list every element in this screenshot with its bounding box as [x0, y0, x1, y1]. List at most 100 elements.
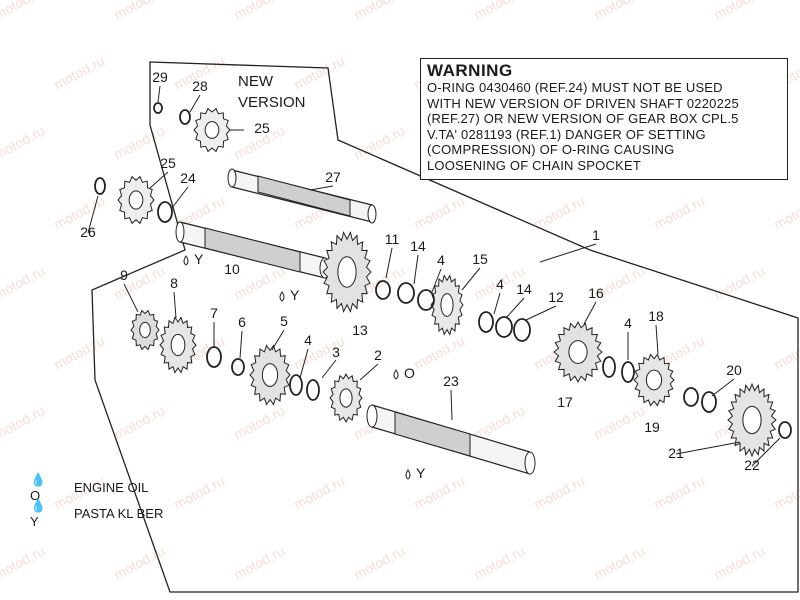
ring-icon [701, 391, 717, 413]
leader-line [87, 195, 99, 234]
leader-line [171, 186, 189, 209]
callout-number: 8 [170, 275, 178, 291]
watermark-text: motod.ru [351, 123, 407, 163]
grease-drop-icon: 💧Y [30, 498, 47, 529]
leader-line [189, 94, 201, 113]
ring-icon [153, 102, 163, 114]
gear-hub [742, 405, 762, 435]
gear-hub [139, 321, 151, 339]
lube-symbol: Y [194, 251, 204, 267]
callout-number: 23 [443, 373, 459, 389]
legend-engine-oil: 💧O ENGINE OIL [30, 472, 148, 503]
callout-number: 12 [548, 289, 564, 305]
ring-icon [157, 201, 173, 223]
watermark-text: motod.ru [0, 403, 47, 443]
leader-line [321, 359, 337, 379]
callout-number: 4 [437, 252, 445, 268]
lube-symbol: O [404, 365, 415, 381]
warning-line: O-RING 0430460 (REF.24) MUST NOT BE USED [427, 80, 723, 95]
watermark-text: motod.ru [111, 543, 167, 583]
new-version-label-1: NEW [238, 73, 274, 90]
callout-number: 26 [80, 224, 96, 240]
watermark-text: motod.ru [231, 403, 287, 443]
callout-number: 19 [644, 419, 660, 435]
callout-number: 4 [496, 276, 504, 292]
ring-icon [478, 311, 494, 333]
watermark-text: motod.ru [0, 123, 47, 163]
leader-line [271, 329, 285, 351]
callout-number: 20 [726, 362, 742, 378]
legend-text: PASTA KL BER [74, 506, 164, 521]
callout-number: 3 [332, 344, 340, 360]
watermark-text: motod.ru [471, 0, 527, 23]
leader-line [309, 185, 334, 191]
lube-symbol: Y [416, 465, 426, 481]
ring-icon [397, 282, 415, 304]
watermark-text: motod.ru [711, 263, 767, 303]
callout-number: 15 [472, 251, 488, 267]
callout-number: 14 [410, 238, 426, 254]
callout-number: 28 [192, 78, 208, 94]
warning-line: V.TA' 0281193 (REF.1) DANGER OF SETTING [427, 126, 706, 142]
watermark-text: motod.ru [591, 543, 647, 583]
watermark-text: motod.ru [651, 193, 707, 233]
watermark-text: motod.ru [51, 333, 107, 373]
watermark-text: motod.ru [0, 0, 47, 23]
callout-number: 21 [668, 445, 684, 461]
callout-number: 1 [592, 227, 600, 243]
leader-line [675, 441, 741, 455]
oil-drop-icon: 💧O [30, 472, 47, 503]
ring-icon [417, 289, 435, 311]
leader-line [450, 389, 453, 421]
watermark-text: motod.ru [411, 193, 467, 233]
watermark-text: motod.ru [711, 0, 767, 23]
watermark-text: motod.ru [651, 473, 707, 513]
watermark-text: motod.ru [351, 543, 407, 583]
ring-icon [306, 379, 320, 401]
callout-number: 17 [557, 394, 573, 410]
leader-line [173, 291, 177, 319]
watermark-text: motod.ru [0, 543, 47, 583]
callout-number: 25 [254, 120, 270, 136]
gear-hub [128, 190, 144, 210]
callout-number: 14 [516, 281, 532, 297]
watermark-text: motod.ru [411, 333, 467, 373]
ring-icon [513, 318, 531, 342]
callout-number: 22 [744, 457, 760, 473]
leader-line [385, 247, 393, 279]
callout-number: 24 [180, 170, 196, 186]
watermark-text: motod.ru [51, 193, 107, 233]
watermark-text: motod.ru [591, 403, 647, 443]
warning-line: (COMPRESSION) OF O-RING CAUSING [427, 142, 675, 157]
watermark-text: motod.ru [51, 53, 107, 93]
callout-number: 13 [352, 322, 368, 338]
gear-hub [568, 340, 588, 364]
gear-hub [339, 388, 353, 408]
drop-icon [279, 291, 285, 302]
leader-line [655, 324, 659, 355]
leader-line [413, 254, 419, 285]
watermark-text: motod.ru [771, 473, 800, 513]
ring-icon [94, 177, 106, 195]
ring-icon [375, 280, 391, 300]
callout-number: 18 [648, 308, 664, 324]
callout-number: 4 [624, 315, 632, 331]
leader-line [299, 348, 309, 379]
callout-number: 9 [120, 267, 128, 283]
watermark-text: motod.ru [351, 0, 407, 23]
warning-line: WITH NEW VERSION OF DRIVEN SHAFT 0220225 [427, 95, 739, 111]
gear-hub [337, 256, 357, 288]
leader-line [157, 85, 161, 103]
leader-line [359, 363, 379, 381]
watermark-text: motod.ru [711, 543, 767, 583]
leader-line [461, 267, 481, 291]
drop-icon [183, 255, 189, 266]
watermark-text: motod.ru [771, 193, 800, 233]
legend-pasta: 💧Y PASTA KL BER [30, 498, 163, 529]
ring-icon [621, 361, 635, 383]
gear-hub [440, 293, 454, 317]
ring-icon [778, 421, 792, 439]
leader-line [505, 297, 525, 319]
callout-number: 25 [160, 155, 176, 171]
watermark-text: motod.ru [231, 0, 287, 23]
